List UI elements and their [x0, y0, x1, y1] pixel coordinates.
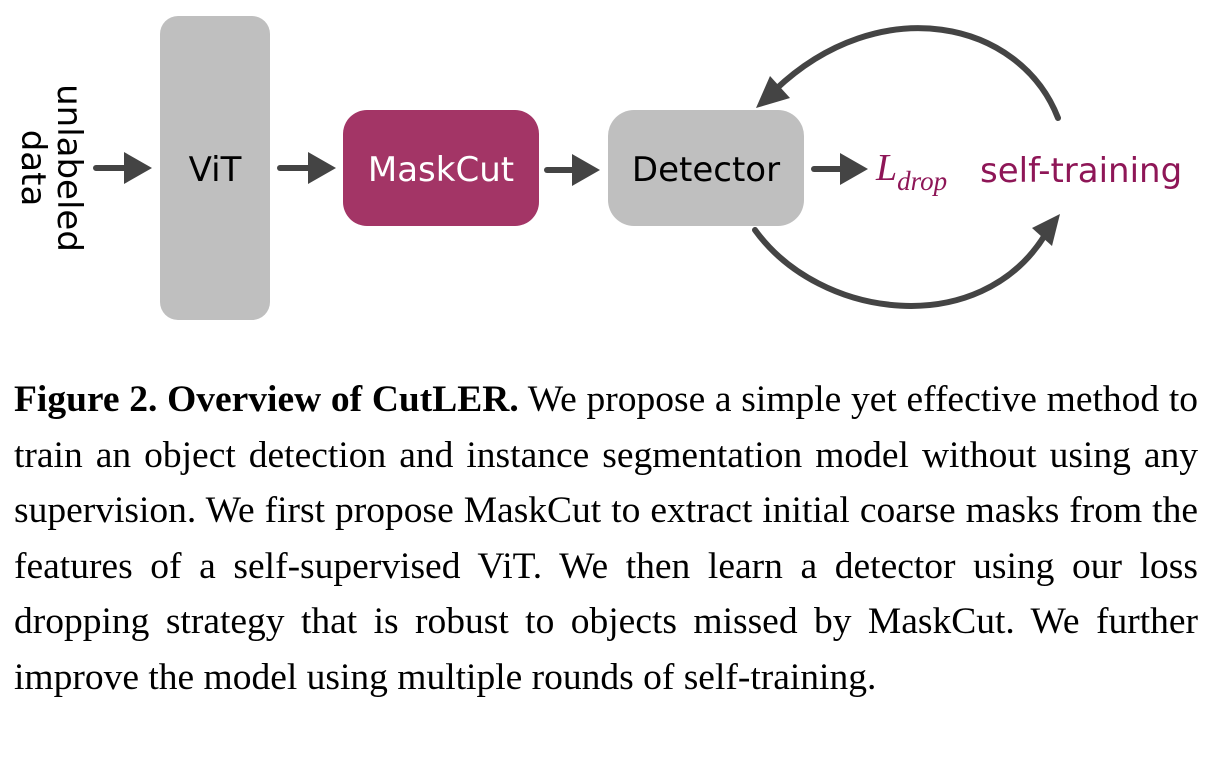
figure-caption: Figure 2. Overview of CutLER. We propose… — [14, 372, 1198, 705]
input-label: unlabeled data — [13, 84, 89, 252]
arrow-maskcut-to-detector — [544, 154, 600, 186]
arrow-detector-to-loss — [811, 153, 868, 185]
loss-subscript: drop — [897, 166, 947, 196]
caption-body: We propose a simple yet effective method… — [14, 379, 1199, 698]
cutler-pipeline-diagram: unlabeled data ViT MaskCut Detector Ldro… — [13, 16, 1182, 320]
node-vit-box — [160, 16, 270, 320]
node-vit: ViT — [160, 16, 270, 320]
node-maskcut: MaskCut — [343, 110, 539, 226]
node-detector-box — [608, 110, 804, 226]
loss-main: L — [875, 147, 897, 189]
arrow-loop-top — [756, 25, 1061, 121]
node-maskcut-label: MaskCut — [368, 150, 514, 190]
caption-label: Figure 2. — [14, 379, 158, 420]
arrow-loop-bottom — [752, 214, 1060, 309]
node-maskcut-box — [343, 110, 539, 226]
arrow-vit-to-maskcut — [277, 152, 336, 184]
node-detector: Detector — [608, 110, 804, 226]
input-label-line1: unlabeled — [49, 84, 89, 252]
caption-title: Overview of CutLER. — [167, 379, 519, 420]
arrow-data-to-vit — [93, 152, 152, 184]
node-vit-label: ViT — [189, 150, 242, 190]
loss-label: Ldrop — [875, 147, 947, 196]
input-label-line2: data — [13, 130, 53, 207]
node-detector-label: Detector — [632, 150, 780, 190]
self-training-label: self-training — [980, 151, 1182, 191]
